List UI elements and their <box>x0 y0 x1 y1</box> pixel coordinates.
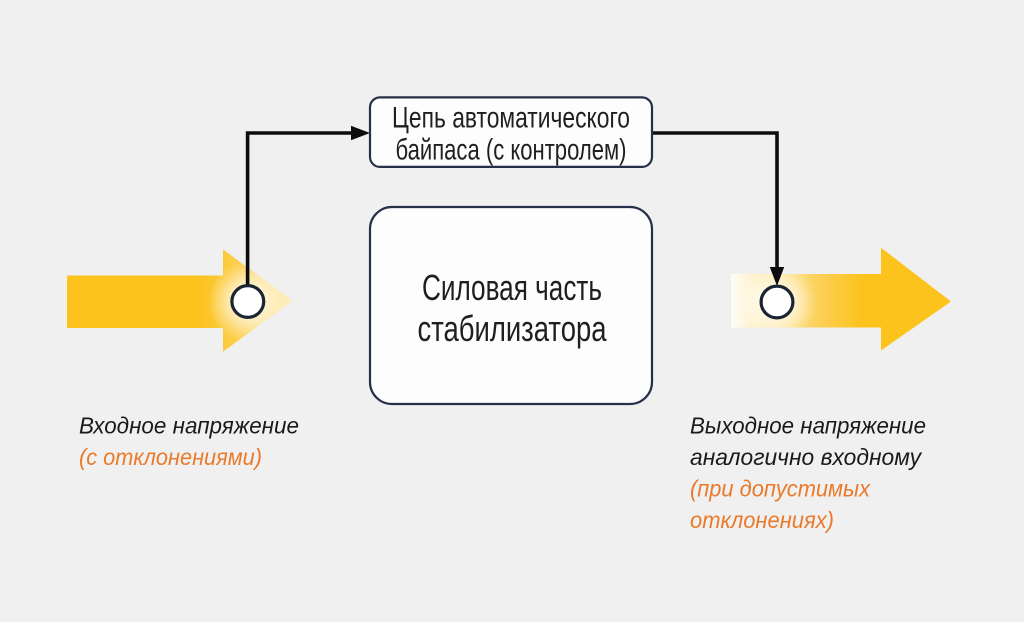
svg-text:Выходное напряжение: Выходное напряжение <box>690 413 926 439</box>
svg-text:(при допустимых: (при допустимых <box>690 476 871 502</box>
svg-text:аналогично входному: аналогично входному <box>690 444 922 470</box>
svg-text:Входное напряжение: Входное напряжение <box>79 413 299 439</box>
svg-text:Силовая часть: Силовая часть <box>422 267 602 308</box>
svg-text:(с отклонениями): (с отклонениями) <box>79 444 262 470</box>
svg-text:отклонениях): отклонениях) <box>690 507 834 533</box>
svg-text:стабилизатора: стабилизатора <box>418 308 608 349</box>
svg-text:Цепь автоматического: Цепь автоматического <box>392 102 630 135</box>
svg-text:байпаса (с контролем): байпаса (с контролем) <box>396 134 627 167</box>
